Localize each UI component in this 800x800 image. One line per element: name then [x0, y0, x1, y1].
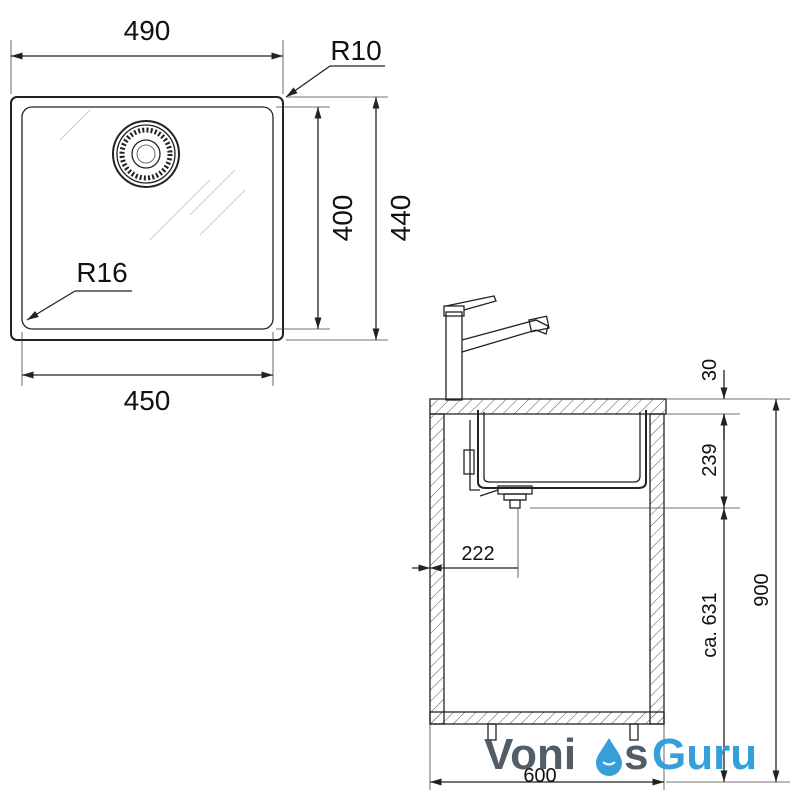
watermark-part1: Voni [484, 730, 576, 779]
sink-inner-bowl [21, 106, 274, 330]
drain-icon [112, 120, 180, 188]
watermark-logo: Voni s Guru [484, 730, 757, 779]
dim-worktop: 30 [699, 359, 721, 381]
dim-drain-offset: 222 [461, 543, 494, 565]
faucet-icon [443, 295, 550, 401]
drain-assembly-icon [479, 485, 533, 509]
sink-bowl-section [477, 410, 647, 489]
side-view: 30 239 ca. 631 900 222 600 [412, 295, 790, 790]
cabinet-leg-left [487, 723, 497, 741]
dim-inner-height: 400 [327, 195, 358, 242]
dim-inner-width: 450 [124, 385, 171, 416]
dim-drain-height: ca. 631 [699, 592, 721, 658]
dim-outer-height: 440 [385, 195, 416, 242]
dim-corner-inner: R16 [76, 257, 127, 288]
dim-cabinet-width: 600 [523, 765, 556, 787]
dim-total-height: 900 [751, 573, 773, 606]
dim-outer-width: 490 [124, 15, 171, 46]
cabinet-right-wall [649, 413, 665, 725]
top-view: 490 R10 400 440 R16 450 [10, 15, 416, 416]
watermark-part3: Guru [652, 730, 757, 779]
water-drop-icon [596, 738, 622, 776]
cabinet-left-wall [429, 413, 445, 725]
sink-outer-rim [10, 96, 284, 341]
watermark-part2: s [624, 730, 648, 779]
surface-texture [59, 109, 246, 241]
dim-corner-outer: R10 [330, 35, 381, 66]
cabinet-bottom [429, 711, 665, 725]
dim-bowl-depth: 239 [699, 443, 721, 476]
worktop [429, 398, 667, 415]
cabinet-leg-right [629, 723, 639, 741]
